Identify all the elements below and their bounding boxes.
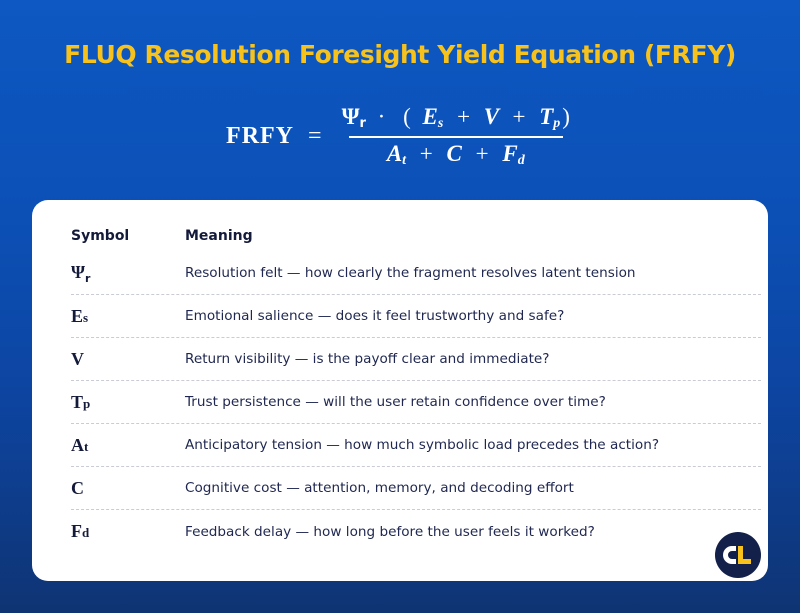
symbol-cell: V [71, 348, 84, 369]
table-header: Symbol Meaning [71, 222, 740, 250]
multiply-dot: · [377, 104, 386, 129]
fraction-bar [348, 136, 563, 138]
c-symbol: C [446, 141, 462, 166]
table-row: C Cognitive cost — attention, memory, an… [71, 467, 761, 510]
meaning-cell: Cognitive cost — attention, memory, and … [185, 480, 574, 496]
psi-subscript: r [359, 116, 366, 131]
plus-operator: + [475, 141, 489, 166]
symbol-cell: Ψr [71, 261, 91, 285]
f-symbol: F [502, 141, 518, 166]
page-title: FLUQ Resolution Foresight Yield Equation… [64, 40, 736, 69]
psi-symbol: Ψ [341, 104, 360, 129]
symbol-table-card: Symbol Meaning Ψr Resolution felt — how … [32, 200, 768, 581]
formula-lhs: FRFY [226, 123, 295, 149]
meaning-cell: Trust persistence — will the user retain… [185, 394, 606, 410]
plus-operator: + [512, 104, 526, 129]
meaning-cell: Emotional salience — does it feel trustw… [185, 308, 565, 324]
symbol-cell: C [71, 477, 84, 498]
t-symbol: T [539, 104, 554, 129]
symbol-cell: Fd [71, 521, 90, 541]
frfy-formula: FRFY = Ψr · ( Es + V + Tp) At + C + Fd [0, 104, 800, 169]
table-row: Es Emotional salience — does it feel tru… [71, 295, 761, 338]
formula-denominator: At + C + Fd [383, 138, 529, 169]
a-symbol: A [386, 141, 403, 166]
symbol-cell: Es [71, 305, 89, 326]
symbol-cell: Tp [71, 391, 91, 412]
plus-operator: + [457, 104, 471, 129]
column-header-symbol: Symbol [71, 228, 130, 244]
e-symbol: E [422, 104, 438, 129]
formula-fraction: Ψr · ( Es + V + Tp) At + C + Fd [338, 104, 574, 169]
meaning-cell: Anticipatory tension — how much symbolic… [185, 437, 660, 453]
formula-equals: = [308, 123, 322, 149]
e-subscript: s [437, 116, 444, 131]
cl-logo-icon [715, 532, 761, 578]
table-row: Fd Feedback delay — how long before the … [71, 510, 761, 553]
column-header-meaning: Meaning [185, 228, 253, 244]
meaning-cell: Return visibility — is the payoff clear … [185, 351, 550, 367]
meaning-cell: Feedback delay — how long before the use… [185, 523, 595, 540]
close-paren: ) [562, 104, 570, 129]
formula-numerator: Ψr · ( Es + V + Tp) [338, 104, 574, 136]
table-row: At Anticipatory tension — how much symbo… [71, 424, 761, 467]
plus-operator: + [419, 141, 433, 166]
t-subscript: p [553, 116, 561, 131]
meaning-cell: Resolution felt — how clearly the fragme… [185, 265, 636, 281]
symbol-cell: At [71, 434, 89, 455]
open-paren: ( [403, 104, 411, 129]
f-subscript: d [517, 153, 525, 168]
a-subscript: t [402, 153, 407, 168]
table-row: Ψr Resolution felt — how clearly the fra… [71, 252, 761, 295]
table-row: Tp Trust persistence — will the user ret… [71, 381, 761, 424]
table-row: V Return visibility — is the payoff clea… [71, 338, 761, 381]
v-symbol: V [483, 104, 499, 129]
